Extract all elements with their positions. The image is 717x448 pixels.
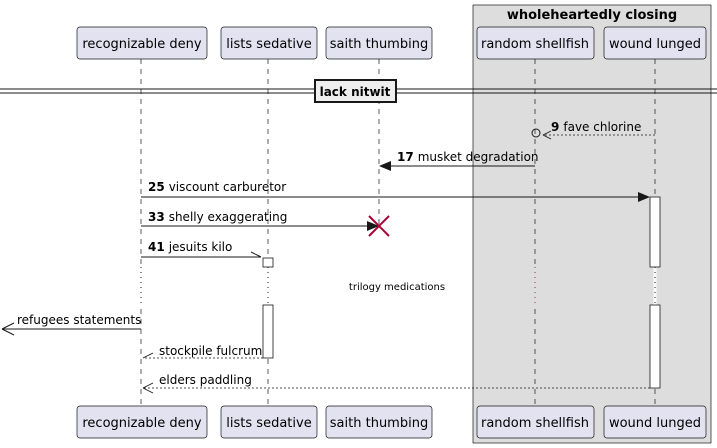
participant-box-saith-thumbing-bottom[interactable] — [325, 405, 433, 439]
divider: lack nitwit — [0, 79, 717, 103]
arrowhead-icon — [367, 221, 379, 231]
participant-label-recognizable-deny: recognizable deny — [82, 37, 202, 52]
message-stockpile-fulcrum-label: stockpile fulcrum — [159, 344, 262, 358]
participants-bottom: recognizable deny lists sedative saith t… — [76, 405, 707, 439]
participant-box-wound-lunged[interactable] — [603, 26, 707, 60]
participant-label-wound-lunged-bottom: wound lunged — [609, 416, 701, 431]
participant-label-random-shellfish: random shellfish — [481, 37, 589, 52]
arrowhead-icon — [638, 192, 650, 202]
activation-wound-lunged — [649, 196, 661, 268]
message-refugees-statements: refugees statements — [1, 313, 141, 336]
divider-label: lack nitwit — [320, 85, 391, 99]
participant-label-recognizable-deny-bottom: recognizable deny — [82, 416, 202, 431]
destroy-x-icon — [368, 215, 390, 237]
participant-label-lists-sedative-bottom: lists sedative — [226, 416, 311, 431]
box-group-title: wholeheartedly closing — [507, 8, 677, 23]
message-elders-paddling: elders paddling — [142, 373, 650, 394]
participants-top: recognizable deny lists sedative saith t… — [76, 26, 707, 60]
lost-circle-icon — [531, 128, 541, 138]
participant-label-saith-thumbing-bottom: saith thumbing — [330, 416, 428, 431]
activation-lists-sedative-2 — [262, 304, 274, 359]
participant-box-random-shellfish[interactable] — [476, 26, 595, 60]
participant-label-random-shellfish-bottom: random shellfish — [481, 416, 589, 431]
message-stockpile-fulcrum: stockpile fulcrum — [142, 344, 263, 359]
box-group — [472, 4, 712, 444]
participant-box-wound-lunged-bottom[interactable] — [603, 405, 707, 439]
participant-label-saith-thumbing: saith thumbing — [330, 37, 428, 52]
participant-box-recognizable-deny-bottom[interactable] — [76, 405, 208, 439]
participant-box-lists-sedative-bottom[interactable] — [220, 405, 318, 439]
participant-box-recognizable-deny[interactable] — [76, 26, 208, 60]
participant-label-wound-lunged: wound lunged — [609, 37, 701, 52]
participant-box-saith-thumbing[interactable] — [325, 26, 433, 60]
delay-gaps — [139, 267, 657, 305]
participant-label-lists-sedative: lists sedative — [226, 37, 311, 52]
message-refugees-statements-label: refugees statements — [17, 313, 141, 327]
participant-box-lists-sedative[interactable] — [220, 26, 318, 60]
divider-box — [314, 79, 397, 103]
arrowhead-icon — [379, 161, 391, 171]
message-elders-paddling-label: elders paddling — [159, 373, 252, 387]
activation-wound-lunged-2 — [649, 304, 661, 389]
participant-box-random-shellfish-bottom[interactable] — [476, 405, 595, 439]
activation-lists-sedative — [262, 257, 274, 268]
delay-label: trilogy medications — [349, 282, 445, 293]
